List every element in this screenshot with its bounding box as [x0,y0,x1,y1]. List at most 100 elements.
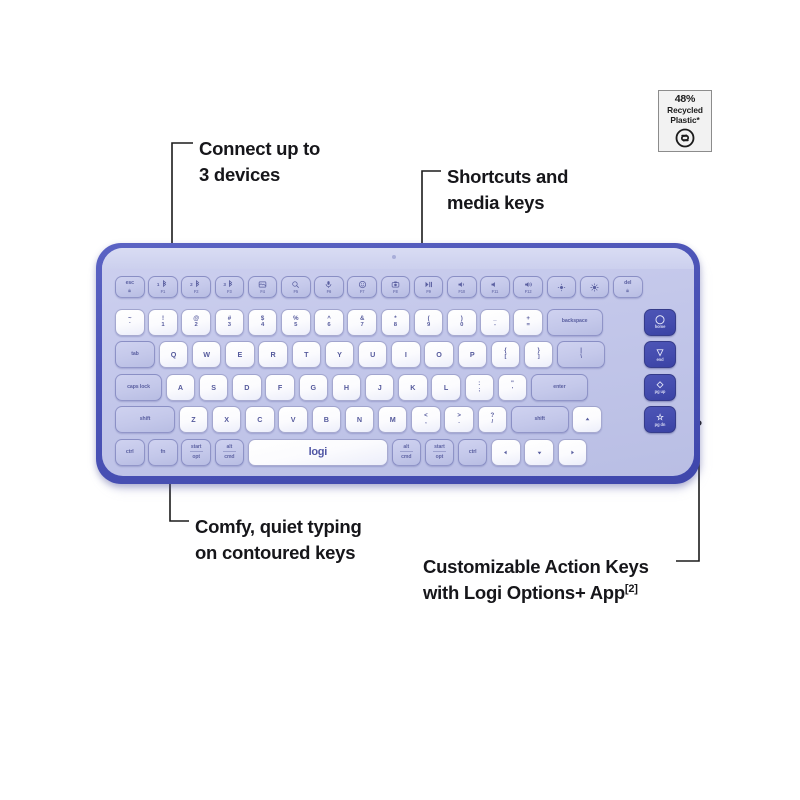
key-z[interactable]: Z [178,406,209,434]
key-spacebar[interactable]: logi [247,439,388,466]
key-d[interactable]: D [232,373,262,401]
key-o[interactable]: O [424,341,454,369]
key-5[interactable]: %5 [281,308,311,336]
key-i[interactable]: I [391,341,421,369]
lock-icon [626,288,629,293]
key-play-pause[interactable]: F9 [413,276,444,298]
key-n[interactable]: N [344,406,375,434]
key-key[interactable]: >. [444,406,474,434]
key-3[interactable]: #3 [214,308,245,336]
key-legend-base: / [491,419,494,426]
key-u[interactable]: U [357,341,388,369]
key-r[interactable]: R [258,341,288,369]
key-arrow-up[interactable] [572,406,602,434]
key-x[interactable]: X [211,406,242,434]
key-shift[interactable]: shift [115,406,175,434]
action-key-pg-up[interactable]: ◇pg up [644,373,676,401]
key-m[interactable]: M [377,406,408,434]
key-f[interactable]: F [265,373,295,401]
logi-brand-mark: logi [308,446,328,459]
key-l[interactable]: L [431,373,461,401]
key-fn[interactable]: fn [148,439,178,466]
action-key-pg-dn[interactable]: ☆pg dn [644,406,676,434]
action-key-home[interactable]: ◯home [644,308,676,336]
key-arrow-right[interactable] [557,439,587,466]
key-7[interactable]: &7 [347,308,377,336]
key-volume-up[interactable]: F12 [513,276,543,298]
key-ctrl[interactable]: ctrl [115,439,145,466]
key-esc[interactable]: esc [115,276,145,298]
key-label: E [237,350,243,360]
key-legend-base: 3 [227,321,231,328]
volume-up-icon [524,281,532,287]
action-key-label: end [656,356,664,362]
key-g[interactable]: G [298,373,328,401]
key-del[interactable]: del [613,276,643,298]
key-volume-down[interactable]: F10 [447,276,477,298]
action-key-end[interactable]: ▽end [644,341,676,369]
key-6[interactable]: ^6 [314,308,344,336]
key-label: J [377,382,382,392]
key-emoji[interactable]: F7 [347,276,377,298]
key-key[interactable]: ~` [115,308,145,336]
key-key[interactable]: _- [480,308,510,336]
key-key[interactable]: "' [497,373,528,401]
key-arrow-left[interactable] [491,439,521,466]
badge-line-2: Plastic* [670,115,700,125]
key-c[interactable]: C [245,406,275,434]
screenshot-icon [258,281,267,288]
key-9[interactable]: (9 [413,308,444,336]
key-a[interactable]: A [165,373,196,401]
key-volume-mute[interactable]: F11 [480,276,510,298]
key-key[interactable]: |\ [557,341,606,369]
key-1[interactable]: !1 [148,308,178,336]
key-label: V [290,415,296,425]
key-4[interactable]: $4 [247,308,278,336]
key-0[interactable]: )0 [447,308,477,336]
key-caps-lock[interactable]: caps lock [115,373,162,401]
key-label: D [244,382,250,392]
key-2[interactable]: @2 [181,308,211,336]
key-e[interactable]: E [225,341,255,369]
key-t[interactable]: T [291,341,321,369]
key-brightness-down[interactable] [546,276,577,298]
key-key[interactable]: ?/ [477,406,507,434]
key-brightness-up[interactable] [579,276,610,298]
key-w[interactable]: W [191,341,222,369]
key-key[interactable]: += [513,308,543,336]
key-key[interactable]: :; [464,373,494,401]
key-key[interactable]: <, [411,406,441,434]
key-shift[interactable]: shift [510,406,569,434]
key-tab[interactable]: tab [115,341,155,369]
key-arrow-down[interactable] [524,439,554,466]
key-key[interactable]: }] [523,341,554,369]
key-p[interactable]: P [457,341,487,369]
key-b[interactable]: B [311,406,341,434]
key-key[interactable]: {[ [490,341,521,369]
key-legend-divider [399,451,413,452]
key-sublabel: F9 [426,289,431,295]
key-y[interactable]: Y [324,341,355,369]
key-s[interactable]: S [198,373,229,401]
key-dictation[interactable]: F6 [314,276,344,298]
key-search[interactable]: F5 [281,276,311,298]
key-h[interactable]: H [331,373,362,401]
key-backspace[interactable]: backspace [546,308,603,336]
action-key-label: pg up [654,389,666,395]
key-8[interactable]: *8 [380,308,411,336]
key-ctrl[interactable]: ctrl [457,439,488,466]
key-j[interactable]: J [364,373,395,401]
key-snip-camera[interactable]: F8 [380,276,411,298]
key-k[interactable]: K [398,373,428,401]
key-v[interactable]: V [278,406,308,434]
key-q[interactable]: Q [158,341,189,369]
key-enter[interactable]: enter [530,373,588,401]
key-screenshot[interactable]: F4 [247,276,278,298]
